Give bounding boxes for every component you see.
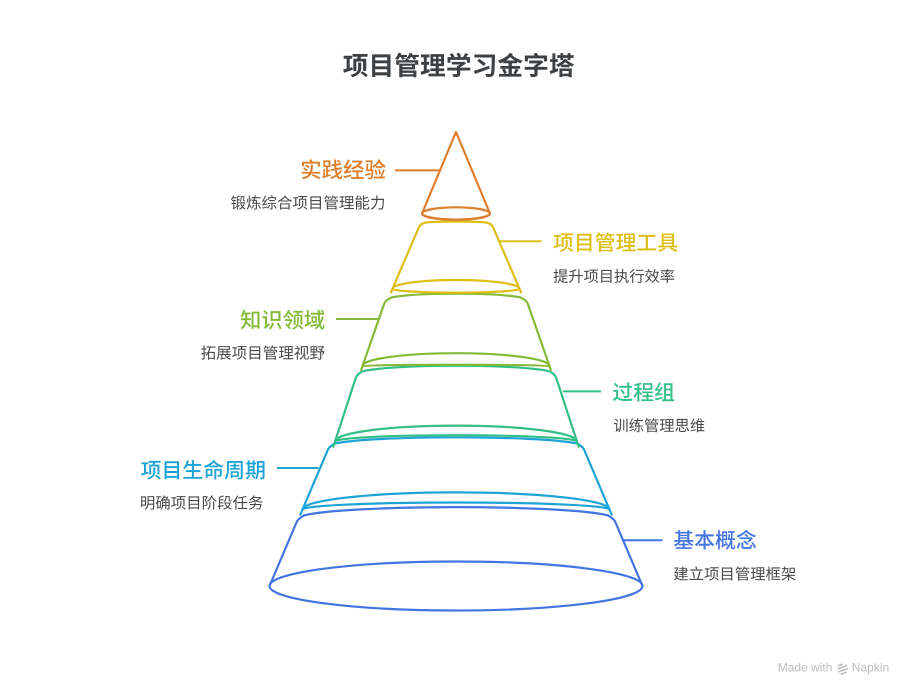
svg-text:Made with: Made with bbox=[778, 661, 833, 675]
svg-text:Napkin: Napkin bbox=[852, 661, 889, 675]
